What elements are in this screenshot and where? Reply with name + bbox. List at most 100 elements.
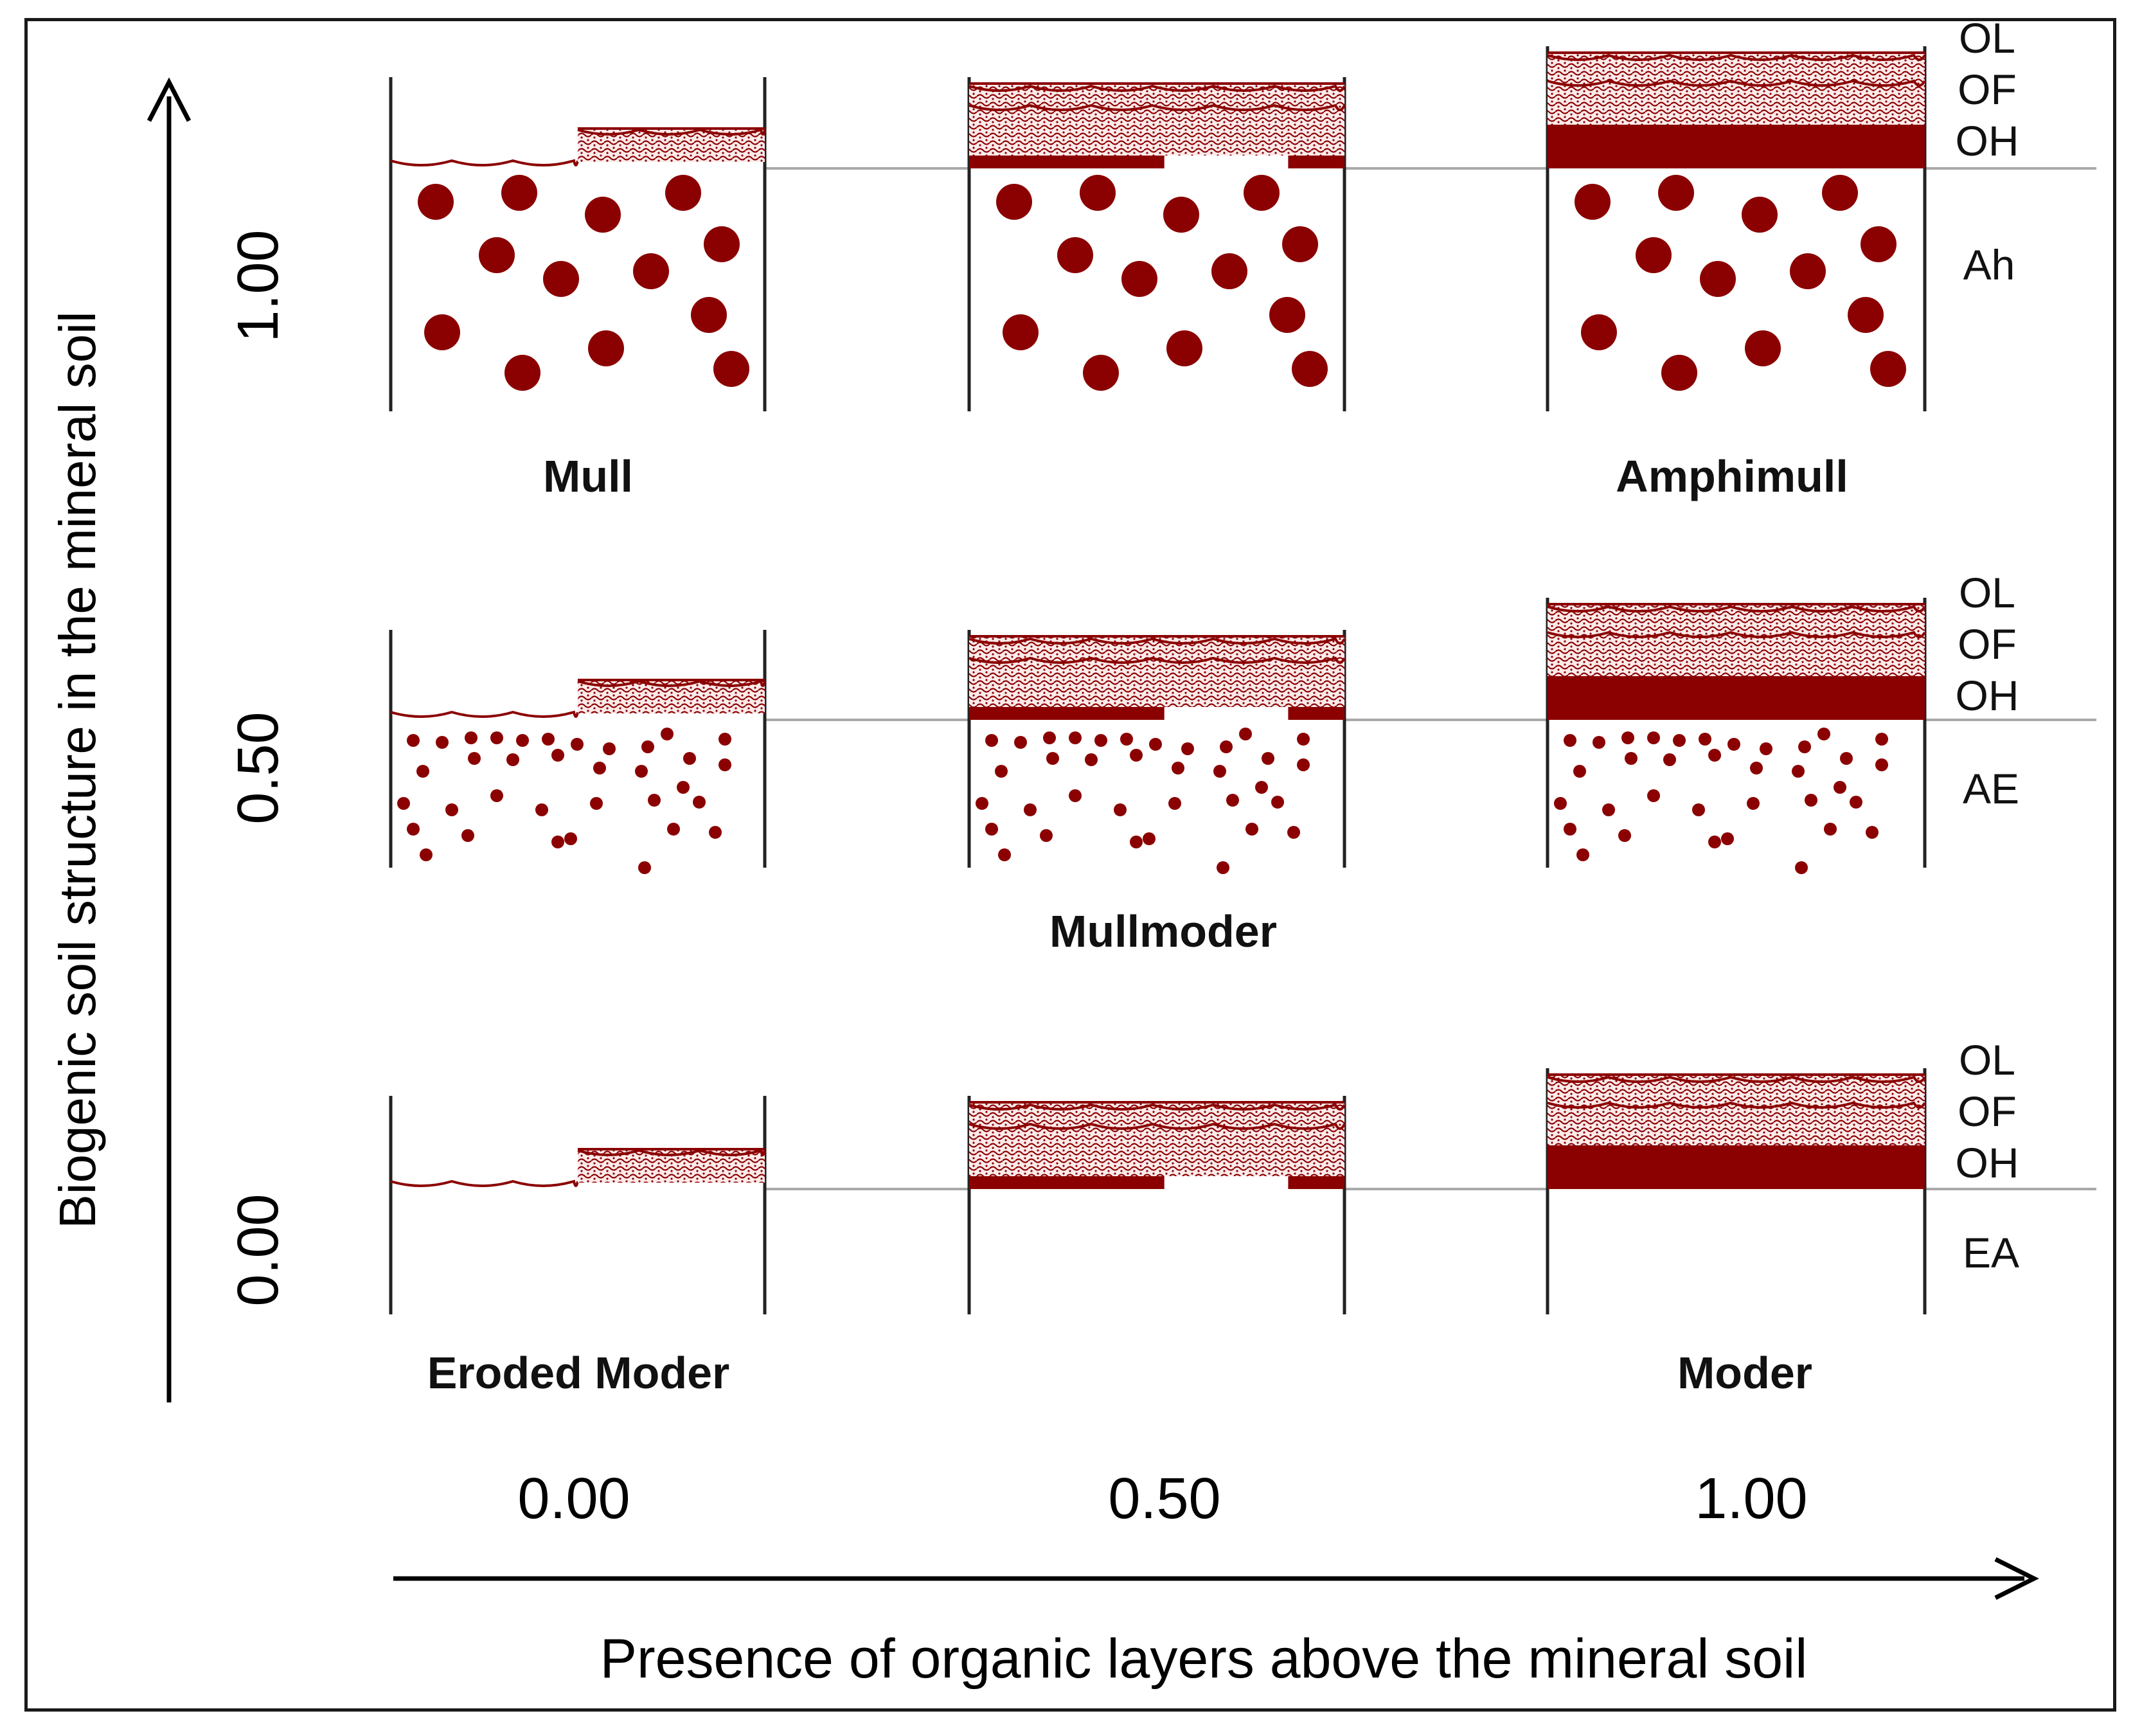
litter-layer-ol [1547,1075,1926,1083]
soil-aggregate [585,197,621,233]
soil-aggregate [1663,753,1676,766]
soil-aggregate [1866,826,1879,839]
soil-aggregate [1575,184,1611,220]
litter-layer-ol [968,1103,1346,1111]
soil-aggregate [1618,829,1631,842]
humus-type-mull: Mull [543,451,633,501]
soil-aggregate [1745,330,1781,366]
litter-layer-ol [1547,605,1926,613]
soil-aggregate [543,261,579,297]
soil-profiles [389,46,2096,1314]
soil-profile-panel [1546,1068,1927,1314]
soil-aggregate [1708,749,1721,762]
soil-aggregate [1239,728,1252,740]
soil-aggregate [424,314,460,350]
y-tick-label: 1.00 [226,229,290,342]
soil-aggregate [1564,734,1576,747]
soil-aggregate [1822,175,1858,211]
soil-aggregate [506,753,519,766]
humus-layer-oh [969,1176,1165,1189]
soil-aggregate [1602,803,1615,816]
soil-aggregate [1700,261,1736,297]
soil-aggregate [1003,314,1039,350]
soil-aggregate [1046,752,1059,765]
fermentation-layer-of [969,636,1344,707]
litter-layer-ol [968,1122,1346,1130]
soil-aggregate [1094,734,1107,747]
fermentation-layer-of [1548,1075,1925,1145]
horizon-label: OH [1956,672,2019,719]
y-tick-label: 0.00 [226,1194,290,1306]
soil-aggregate [1875,758,1888,771]
soil-aggregate [1043,731,1056,744]
soil-aggregate [1875,733,1888,746]
soil-aggregate [461,829,474,842]
soil-aggregate [1692,803,1705,816]
soil-aggregate [1085,753,1098,766]
horizon-label: OH [1956,1139,2019,1186]
soil-profile-panel [1546,46,1927,411]
soil-aggregate [1593,736,1605,749]
soil-aggregate [1080,175,1116,211]
soil-aggregate [641,740,654,753]
soil-aggregate [1850,796,1862,809]
soil-aggregate [1573,765,1586,778]
y-axis-label: Biogenic soil structure in the mineral s… [49,311,106,1228]
soil-aggregate [1742,197,1778,233]
soil-aggregate [420,848,433,861]
soil-aggregate [1069,789,1082,802]
y-tick-label: 0.50 [226,711,290,824]
soil-aggregate [1699,733,1711,746]
soil-aggregate [1040,829,1053,842]
litter-layer-ol [1547,79,1926,87]
humus-layer-oh [1548,676,1925,720]
soil-aggregate [665,175,701,211]
horizon-labels-middle: OL OF OH AE [1956,569,2020,812]
soil-aggregate [465,731,477,744]
soil-aggregate [1130,749,1143,762]
soil-profile-panel [967,630,1346,874]
soil-aggregate [1564,823,1576,836]
soil-aggregate [1057,237,1093,273]
horizon-label: OF [1958,620,2017,668]
horizon-label: OL [1959,569,2015,616]
soil-aggregate [571,738,584,751]
fermentation-layer-of [1548,53,1925,125]
soil-aggregate [1245,823,1258,836]
horizon-label: OH [1956,117,2019,165]
humus-type-amphimull: Amphimull [1616,451,1848,501]
humus-type-mullmoder: Mullmoder [1049,906,1277,956]
figure-border [24,18,2116,1712]
soil-aggregate [1297,758,1310,771]
soil-aggregate [1870,351,1906,387]
soil-aggregate [1647,789,1660,802]
soil-aggregate [976,797,988,810]
soil-aggregate [564,832,577,845]
soil-aggregate [1673,734,1686,747]
horizon-label: OF [1958,66,2017,113]
soil-aggregate [535,803,548,816]
soil-aggregate [1790,253,1826,289]
soil-aggregate [516,734,529,747]
soil-aggregate [407,734,420,747]
litter-layer-ol [577,128,766,136]
soil-profile-panel [389,77,767,411]
litter-layer-ol [968,84,1346,92]
x-tick-label: 0.50 [1108,1467,1220,1531]
soil-aggregate [418,184,454,220]
soil-aggregate [407,823,420,836]
litter-layer-ol [1547,631,1926,638]
soil-aggregate [1069,731,1082,744]
litter-layer-ol [390,159,579,166]
soil-aggregate [677,781,690,794]
soil-profile-panel [389,630,767,874]
humus-layer-oh [969,707,1165,720]
litter-layer-ol [390,1179,579,1187]
soil-aggregate [718,733,731,746]
litter-layer-ol [968,656,1346,664]
litter-layer-ol [577,1149,766,1156]
soil-aggregate [542,733,555,746]
soil-aggregate [996,184,1032,220]
soil-aggregate [1795,861,1808,874]
soil-aggregate [1083,355,1119,391]
